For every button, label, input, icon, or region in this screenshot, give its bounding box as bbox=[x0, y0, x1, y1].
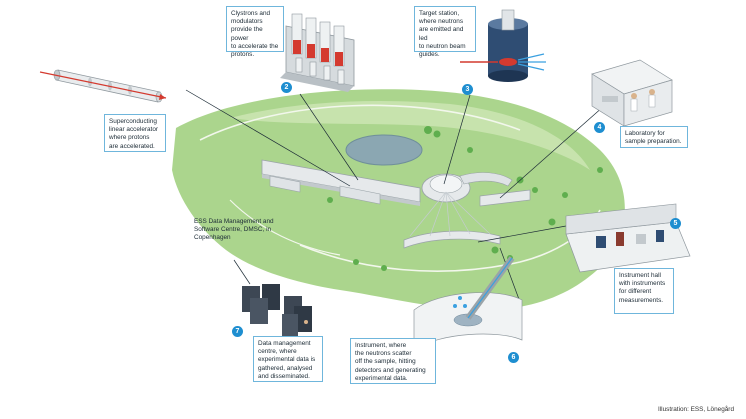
path-curve bbox=[229, 199, 341, 256]
server-rack-icon bbox=[242, 284, 312, 336]
guide-rays bbox=[409, 191, 491, 237]
laboratory-icon bbox=[591, 59, 673, 127]
instrument-hall-icon bbox=[565, 203, 691, 273]
leader-lines bbox=[185, 89, 605, 303]
callout-laboratory: Laboratory for sample preparation. bbox=[620, 126, 688, 148]
badge-6: 6 bbox=[508, 352, 519, 363]
badge-7: 7 bbox=[232, 326, 243, 337]
callout-data-centre: Data management centre, where experiment… bbox=[253, 336, 323, 382]
callout-instrument-hall: Instrument hall with instruments for dif… bbox=[614, 268, 674, 314]
instrument-icon bbox=[413, 256, 523, 351]
target-station-building bbox=[421, 172, 513, 203]
grass-highlight bbox=[230, 100, 590, 170]
lake bbox=[345, 134, 423, 166]
badge-2: 2 bbox=[281, 82, 292, 93]
badge-5: 5 bbox=[670, 218, 681, 229]
callout-klystrons: Clystrons and modulators provide the pow… bbox=[226, 6, 284, 58]
badge-4: 4 bbox=[594, 122, 605, 133]
lab-building bbox=[479, 189, 531, 207]
target-station-icon bbox=[460, 9, 546, 82]
illustration-credit: Illustration: ESS, Lönegård bbox=[657, 406, 734, 413]
accelerator-tube-icon bbox=[39, 69, 167, 103]
path-curve bbox=[199, 104, 521, 141]
instrument-hall-building bbox=[403, 230, 501, 249]
atom-icon bbox=[453, 296, 467, 308]
callout-target-station: Target station, where neutrons are emitt… bbox=[414, 6, 476, 58]
badge-3: 3 bbox=[462, 84, 473, 95]
callout-instrument: Instrument, where the neutrons scatter o… bbox=[350, 338, 436, 384]
klystron-icon bbox=[280, 13, 355, 92]
callout-accelerator: Superconducting linear accelerator where… bbox=[104, 114, 166, 152]
dmsc-label: ESS Data Management and Software Centre,… bbox=[194, 218, 274, 242]
